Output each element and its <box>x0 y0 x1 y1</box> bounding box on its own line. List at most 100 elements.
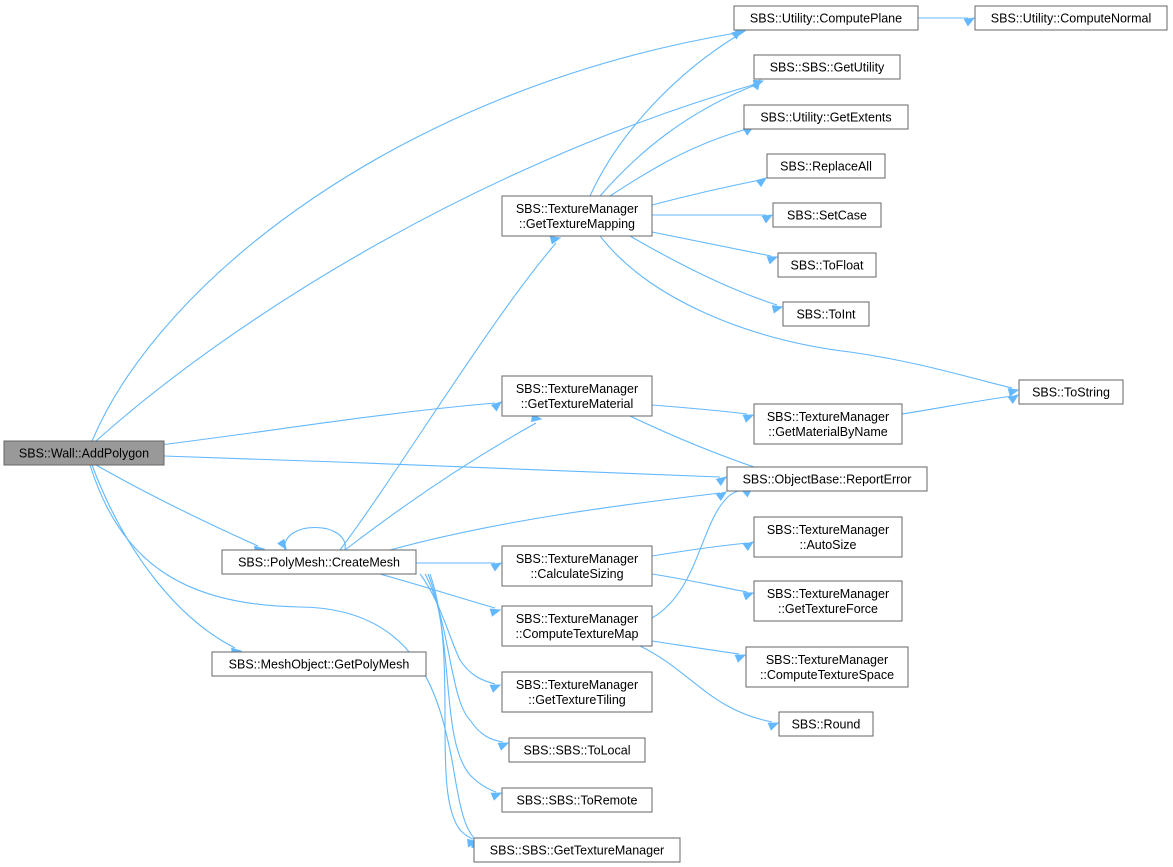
arrowhead <box>467 838 479 848</box>
node-label: SBS::TextureManager <box>766 653 888 667</box>
node-to-float[interactable]: SBS::ToFloat <box>777 252 877 278</box>
node-compute-plane[interactable]: SBS::Utility::ComputePlane <box>733 5 919 31</box>
edge-compute-texture-map-to-round <box>639 645 780 731</box>
edge-create-mesh-to-calculate-sizing <box>416 562 503 572</box>
edge-line <box>639 645 773 723</box>
edge-calculate-sizing-to-get-texture-force <box>651 573 755 601</box>
arrowhead <box>1007 388 1020 397</box>
node-box <box>501 375 653 417</box>
node-label: ::GetTextureTiling <box>528 693 626 707</box>
node-compute-texture-space[interactable]: SBS::TextureManager::ComputeTextureSpace <box>745 646 909 688</box>
node-compute-texture-map[interactable]: SBS::TextureManager::ComputeTextureMap <box>501 605 653 647</box>
arrowhead <box>755 177 768 188</box>
node-label: SBS::TextureManager <box>767 410 889 424</box>
arrowhead <box>766 256 779 265</box>
arrowhead <box>490 562 503 572</box>
node-to-remote[interactable]: SBS::SBS::ToRemote <box>501 787 653 813</box>
node-label: SBS::Utility::ComputePlane <box>750 12 902 26</box>
node-wall-addpolygon[interactable]: SBS::Wall::AddPolygon <box>3 440 165 466</box>
node-get-texture-material[interactable]: SBS::TextureManager::GetTextureMaterial <box>501 375 653 417</box>
arrowhead <box>715 491 728 502</box>
edge-line <box>389 492 721 551</box>
edge-line <box>651 404 748 415</box>
node-label: SBS::ObjectBase::ReportError <box>743 473 912 487</box>
edge-create-mesh-to-get-texture-material <box>344 413 543 551</box>
node-set-case[interactable]: SBS::SetCase <box>772 202 882 228</box>
node-box <box>726 466 928 492</box>
node-to-int[interactable]: SBS::ToInt <box>782 301 870 327</box>
edge-line <box>284 526 346 551</box>
edge-line <box>599 235 1013 389</box>
arrowhead <box>734 654 747 663</box>
node-round[interactable]: SBS::Round <box>778 711 874 737</box>
node-get-texture-manager[interactable]: SBS::SBS::GetTextureManager <box>473 837 681 863</box>
node-to-local[interactable]: SBS::SBS::ToLocal <box>508 737 646 763</box>
node-label: SBS::TextureManager <box>516 678 638 692</box>
edge-get-texture-material-to-get-material-by-name <box>651 404 755 423</box>
edge-compute-texture-map-to-compute-texture-space <box>651 640 747 663</box>
node-label: SBS::Utility::GetExtents <box>760 111 891 125</box>
node-get-texture-force[interactable]: SBS::TextureManager::GetTextureForce <box>753 580 903 622</box>
node-label: SBS::Round <box>792 718 861 732</box>
node-label: SBS::ToInt <box>796 308 856 322</box>
arrowhead <box>715 476 728 487</box>
node-box <box>501 195 653 237</box>
node-label: ::AutoSize <box>800 538 857 552</box>
node-auto-size[interactable]: SBS::TextureManager::AutoSize <box>753 516 903 558</box>
node-get-material-by-name[interactable]: SBS::TextureManager::GetMaterialByName <box>753 403 903 445</box>
node-box <box>501 671 653 713</box>
node-label: ::GetTextureMaterial <box>521 397 634 411</box>
edge-line <box>609 128 748 197</box>
node-report-error[interactable]: SBS::ObjectBase::ReportError <box>726 466 928 492</box>
node-box <box>782 301 870 327</box>
edge-get-texture-material-to-report-error <box>629 415 764 476</box>
node-box <box>745 646 909 688</box>
node-get-texture-tiling[interactable]: SBS::TextureManager::GetTextureTiling <box>501 671 653 713</box>
edge-get-texture-mapping-to-to-string <box>599 235 1020 397</box>
nodes: SBS::Wall::AddPolygon SBS::Utility::Compu… <box>3 5 1168 863</box>
node-to-string[interactable]: SBS::ToString <box>1018 379 1124 405</box>
arrowhead <box>490 401 503 412</box>
node-label: ::ComputeTextureMap <box>516 627 639 641</box>
edge-line <box>599 83 759 197</box>
node-label: SBS::TextureManager <box>516 612 638 626</box>
node-compute-normal[interactable]: SBS::Utility::ComputeNormal <box>974 5 1168 31</box>
node-box <box>211 651 427 677</box>
node-label: SBS::SBS::GetTextureManager <box>490 844 664 858</box>
edge-create-mesh-to-create-mesh <box>277 526 346 551</box>
edge-get-texture-mapping-to-set-case <box>652 214 774 224</box>
node-replace-all[interactable]: SBS::ReplaceAll <box>766 153 886 179</box>
node-get-poly-mesh[interactable]: SBS::MeshObject::GetPolyMesh <box>211 651 427 677</box>
edge-line <box>159 402 496 446</box>
node-label: SBS::MeshObject::GetPolyMesh <box>229 658 410 672</box>
edge-wall-addpolygon-to-get-poly-mesh <box>91 464 243 657</box>
node-box <box>501 605 653 647</box>
edge-line <box>629 415 758 469</box>
node-label: SBS::Utility::ComputeNormal <box>991 12 1151 26</box>
edge-compute-plane-to-compute-normal <box>918 17 976 27</box>
node-label: ::GetTextureForce <box>778 602 878 616</box>
edge-get-material-by-name-to-to-string <box>901 394 1020 415</box>
node-calculate-sizing[interactable]: SBS::TextureManager::CalculateSizing <box>501 545 653 587</box>
node-create-mesh[interactable]: SBS::PolyMesh::CreateMesh <box>221 549 417 575</box>
node-get-extents[interactable]: SBS::Utility::GetExtents <box>743 104 909 130</box>
node-box <box>778 711 874 737</box>
node-get-texture-mapping[interactable]: SBS::TextureManager::GetTextureMapping <box>501 195 653 237</box>
edge-line <box>379 573 496 609</box>
node-box <box>221 549 417 575</box>
node-get-utility[interactable]: SBS::SBS::GetUtility <box>753 54 901 80</box>
arrowhead <box>490 792 503 801</box>
node-label: ::CalculateSizing <box>530 567 623 581</box>
arrowhead <box>752 79 765 89</box>
edge-wall-addpolygon-to-report-error <box>163 455 728 487</box>
node-box <box>753 403 903 445</box>
edge-create-mesh-to-get-texture-mapping <box>339 236 562 551</box>
edge-line <box>91 32 737 442</box>
node-label: SBS::Wall::AddPolygon <box>19 447 149 461</box>
arrowhead <box>277 538 287 551</box>
edge-wall-addpolygon-to-get-utility <box>95 78 761 442</box>
node-label: SBS::TextureManager <box>767 587 889 601</box>
node-label: SBS::ToFloat <box>791 259 864 273</box>
node-label: ::ComputeTextureSpace <box>760 668 894 682</box>
